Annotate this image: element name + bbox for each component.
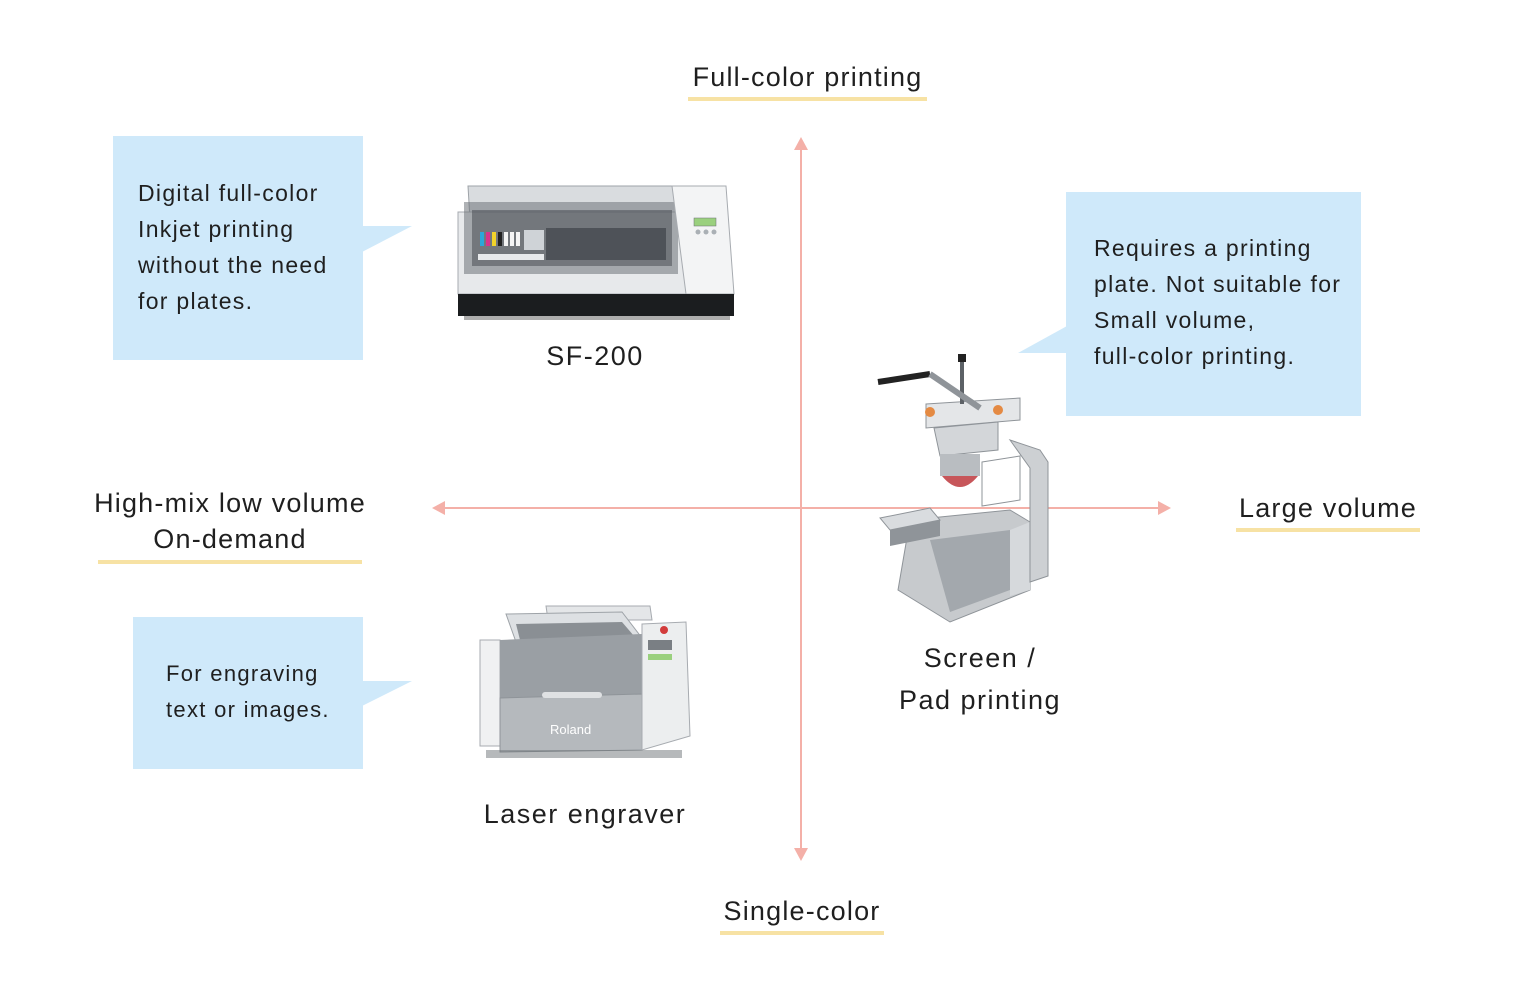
axis-label-left: High-mix low volume On-demand xyxy=(90,485,370,557)
axis-label-left-line1: High-mix low volume xyxy=(94,488,366,518)
axis-label-top: Full-color printing xyxy=(692,62,923,92)
inkjet-note-line: Inkjet printing xyxy=(138,216,295,242)
laser-note-text: For engraving text or images. xyxy=(166,656,330,728)
laser-note-bubble-tail xyxy=(362,681,412,706)
screen-note-line: Small volume, xyxy=(1094,307,1256,333)
inkjet-note-bubble-tail xyxy=(362,226,412,252)
screen-note-line: Requires a printing xyxy=(1094,235,1312,261)
pad-printing-caption-line2: Pad printing xyxy=(898,685,1062,715)
laser-engraver-image: Roland xyxy=(479,605,691,758)
inkjet-note-bubble xyxy=(113,136,363,360)
inkjet-note-line: for plates. xyxy=(138,288,254,314)
axis-label-left-line2: On-demand xyxy=(153,524,307,554)
inkjet-note-line: without the need xyxy=(138,252,328,278)
laser-note-line: text or images. xyxy=(166,697,330,722)
axis-label-bottom: Single-color xyxy=(723,896,881,926)
axis-label-right: Large volume xyxy=(1239,493,1417,523)
axis-arrow-down xyxy=(794,848,808,861)
laser-note-bubble xyxy=(133,617,363,769)
axis-label-top-underline xyxy=(688,97,927,101)
screen-note-line: full-color printing. xyxy=(1094,343,1296,369)
laser-note-line: For engraving xyxy=(166,661,319,686)
screen-note-text: Requires a printing plate. Not suitable … xyxy=(1094,230,1341,374)
sf200-printer-image xyxy=(457,185,735,320)
pad-printing-machine-image xyxy=(877,354,1049,623)
laser-engraver-caption: Laser engraver xyxy=(483,799,687,829)
axis-label-left-underline xyxy=(98,560,362,564)
inkjet-note-line: Digital full-color xyxy=(138,180,319,206)
pad-printing-caption: Screen / Pad printing xyxy=(880,637,1080,721)
laser-engraver-brand-logo: Roland xyxy=(550,722,591,737)
axis-arrow-right xyxy=(1158,501,1171,515)
axis-label-bottom-underline xyxy=(720,931,884,935)
axis-arrow-up xyxy=(794,137,808,150)
axis-arrow-left xyxy=(432,501,445,515)
sf200-caption: SF-200 xyxy=(546,341,644,371)
screen-note-bubble-tail xyxy=(1018,326,1067,353)
pad-printing-caption-line1: Screen / xyxy=(923,643,1037,673)
screen-note-bubble xyxy=(1066,192,1361,416)
axis-label-right-underline xyxy=(1236,528,1420,532)
inkjet-note-text: Digital full-color Inkjet printing witho… xyxy=(138,175,328,319)
screen-note-line: plate. Not suitable for xyxy=(1094,271,1342,297)
